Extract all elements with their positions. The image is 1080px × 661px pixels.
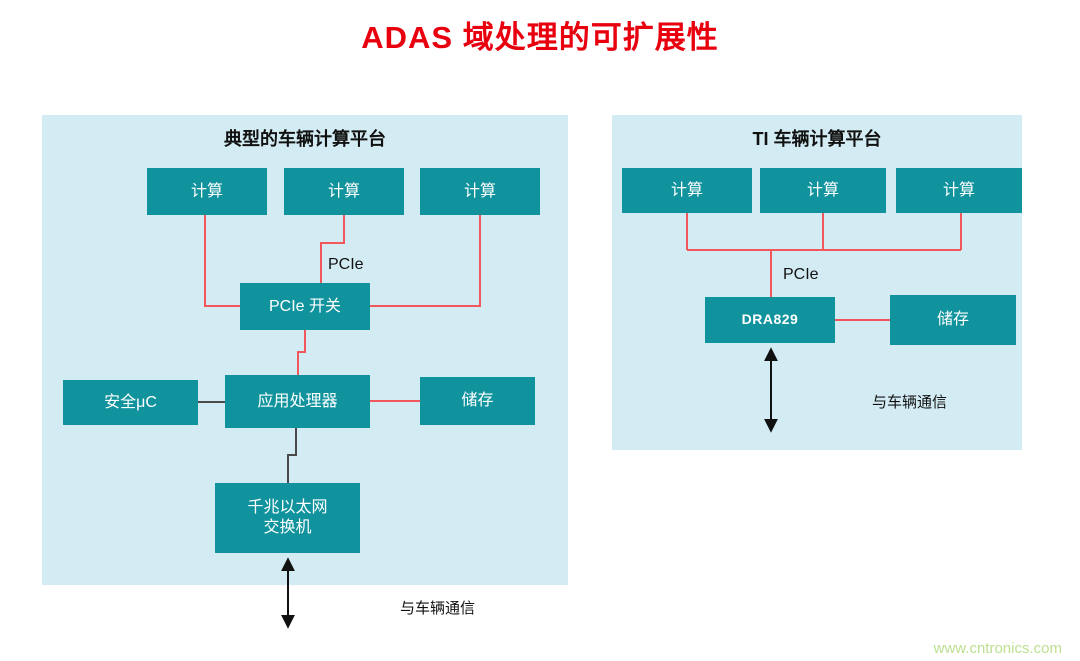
app-processor-label: 应用处理器 bbox=[257, 392, 338, 410]
left-storage-box: 储存 bbox=[420, 377, 535, 425]
right-compute-label-3: 计算 bbox=[942, 181, 975, 199]
dra829-label: DRA829 bbox=[741, 311, 799, 328]
safety-mcu-label: 安全μC bbox=[104, 393, 157, 411]
right-panel-title: TI 车辆计算平台 bbox=[752, 129, 882, 149]
right-compute-box-2: 计算 bbox=[760, 168, 886, 213]
left-compute-label-3: 计算 bbox=[463, 182, 496, 200]
dra829-box: DRA829 bbox=[705, 297, 835, 343]
left-compute-box-1: 计算 bbox=[147, 168, 267, 215]
left-storage-label: 储存 bbox=[461, 392, 494, 409]
left-panel-title: 典型的车辆计算平台 bbox=[224, 129, 386, 149]
watermark-text: www.cntronics.com bbox=[933, 640, 1062, 657]
right-vehicle-comm-label: 与车辆通信 bbox=[872, 394, 948, 411]
right-compute-label-2: 计算 bbox=[806, 181, 839, 199]
pcie-switch-label: PCIe 开关 bbox=[268, 297, 342, 315]
pcie-switch-box: PCIe 开关 bbox=[240, 283, 370, 330]
right-storage-box: 储存 bbox=[890, 295, 1016, 345]
right-compute-label-1: 计算 bbox=[670, 181, 703, 199]
left-compute-label-1: 计算 bbox=[190, 182, 223, 200]
left-compute-label-2: 计算 bbox=[327, 182, 360, 200]
eth-switch-label-line2: 交换机 bbox=[263, 519, 312, 536]
left-vehicle-comm-label: 与车辆通信 bbox=[400, 600, 476, 617]
eth-switch-label-line1: 千兆以太网 bbox=[247, 499, 328, 516]
right-compute-box-3: 计算 bbox=[896, 168, 1022, 213]
left-pcie-label: PCIe bbox=[328, 256, 364, 273]
safety-mcu-box: 安全μC bbox=[63, 380, 198, 425]
gigabit-ethernet-switch-box: 千兆以太网 交换机 bbox=[215, 483, 360, 553]
right-compute-box-1: 计算 bbox=[622, 168, 752, 213]
app-processor-box: 应用处理器 bbox=[225, 375, 370, 428]
right-pcie-label: PCIe bbox=[783, 266, 819, 283]
left-compute-box-3: 计算 bbox=[420, 168, 540, 215]
left-compute-box-2: 计算 bbox=[284, 168, 404, 215]
right-storage-label: 储存 bbox=[936, 311, 969, 328]
page-title: ADAS 域处理的可扩展性 bbox=[361, 20, 719, 55]
